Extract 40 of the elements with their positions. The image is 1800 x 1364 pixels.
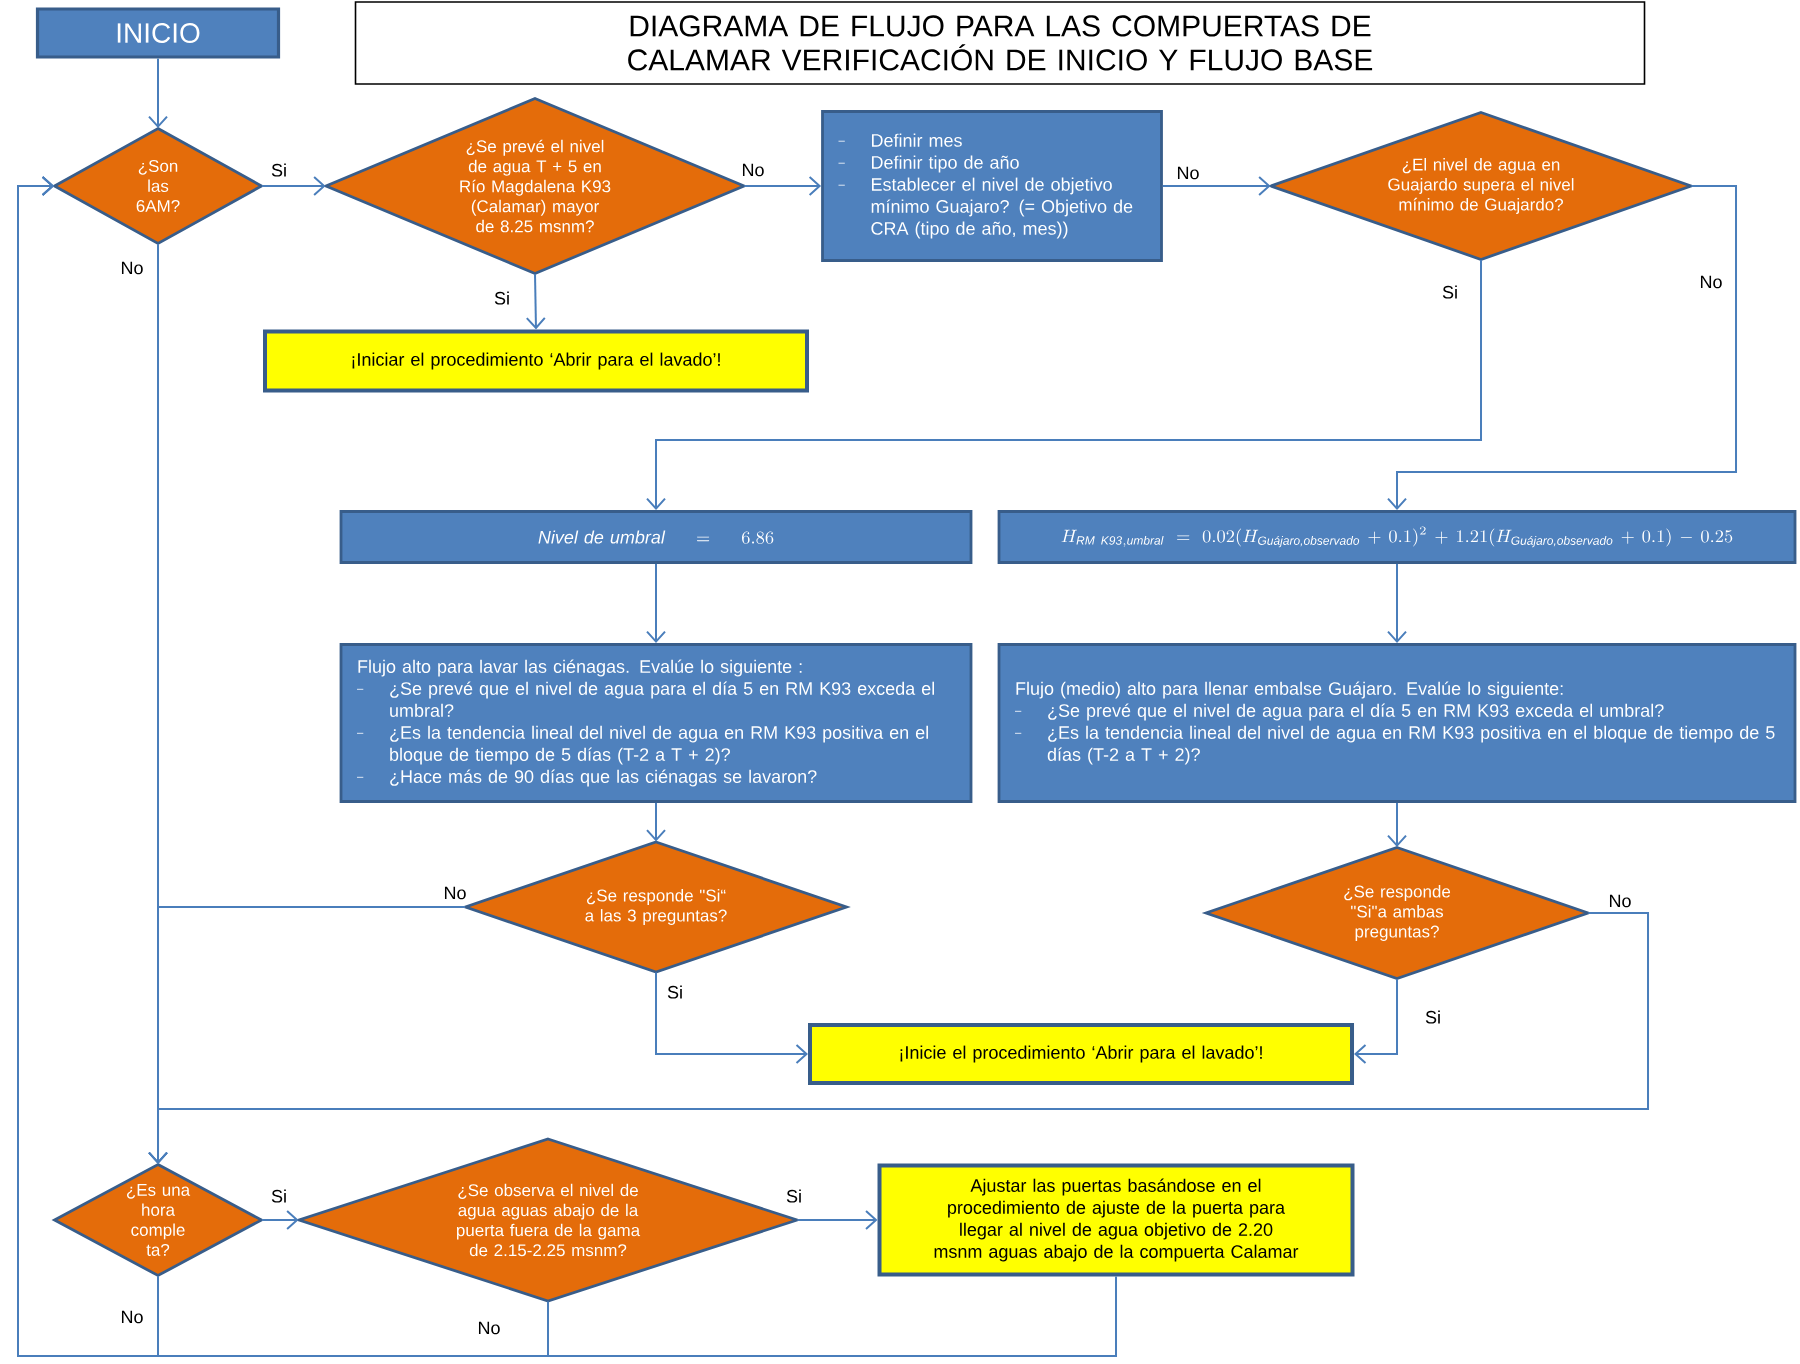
process-box: Flujo (medio) alto para llenar embalse Guájaro. Evalúe lo siguiente: ¿Se prevé que el nivel de agua para el día 5 en RM K93 exceda el umbral? ¿Es la tendencia lineal del nivel de agua en RM K93 positiva en el bloque de tiempo de 5 días (T-2 a T + 2)? bbox=[997, 643, 1797, 803]
edge-label: No bbox=[1606, 892, 1634, 910]
action-box: ¡Iniciar el procedimiento ‘Abrir para el lavado’! bbox=[263, 329, 809, 393]
arrow bbox=[646, 258, 1482, 511]
arrow bbox=[1161, 176, 1271, 196]
edge-label: No bbox=[475, 1319, 503, 1337]
arrow bbox=[796, 1210, 878, 1230]
arrow bbox=[1387, 185, 1737, 511]
edge-label: Si bbox=[492, 289, 512, 307]
action-box: Ajustar las puertas basándose en el procedimiento de ajuste de la puerta para llegar al nivel de agua objetivo de 2.20 msnm aguas abajo de la compuerta Calamar bbox=[877, 1163, 1355, 1277]
edge-label: Si bbox=[269, 161, 289, 179]
edge-label: Si bbox=[1440, 283, 1460, 301]
arrow bbox=[17, 176, 1117, 1357]
arrow bbox=[1387, 801, 1407, 848]
edge-label: No bbox=[118, 1308, 146, 1326]
formula-box: $H_{\mathit{RM\ K93,umbral}} = 0.02(H_{\text{\itshape Guájaro,observado}}+0.1)^2+1.21(H_{\text{\itshape Guájaro,observado}}+0.1)-0.25$ bbox=[997, 510, 1797, 564]
arrow bbox=[646, 801, 666, 842]
arrow bbox=[1387, 562, 1407, 644]
arrow bbox=[148, 912, 1649, 1165]
edge-label: Si bbox=[269, 1187, 289, 1205]
arrow bbox=[260, 176, 326, 196]
arrow bbox=[1354, 977, 1398, 1064]
edge-label: No bbox=[1174, 164, 1202, 182]
action-box: ¡Inicie el procedimiento ‘Abrir para el lavado’! bbox=[808, 1023, 1354, 1085]
edge-label: Si bbox=[665, 983, 685, 1001]
edge-label: No bbox=[118, 259, 146, 277]
process-box: Flujo alto para lavar las ciénagas. Evalúe lo siguiente : ¿Se prevé que el nivel de agua para el día 5 en RM K93 exceda el umbral? ¿Es la tendencia lineal del nivel de agua en RM K93 positiva en el bloque de tiempo de 5 días (T-2 a T + 2)? ¿Hace más de 90 días que las ciénagas se lavaron? bbox=[339, 643, 973, 803]
arrow bbox=[525, 272, 546, 330]
arrow bbox=[260, 1210, 299, 1230]
arrow bbox=[646, 562, 666, 644]
arrow bbox=[655, 971, 808, 1064]
start-box: INICIO bbox=[35, 7, 281, 59]
arrow bbox=[148, 57, 168, 129]
process-box: Definir mes Definir tipo de año Establecer el nivel de objetivo mínimo Guajaro? (= Objetivo de CRA (tipo de año, mes)) bbox=[821, 110, 1163, 262]
arrow bbox=[743, 176, 822, 196]
edge-label: No bbox=[1697, 273, 1725, 291]
edge-label: Si bbox=[784, 1187, 804, 1205]
edge-label: Si bbox=[1423, 1008, 1443, 1026]
title-box: DIAGRAMA DE FLUJO PARA LAS COMPUERTAS DE CALAMAR VERIFICACIÓN DE INICIO Y FLUJO BASE bbox=[354, 1, 1646, 85]
formula-box: $\mathit{Nivel\ de\ umbral} = 6.86$ bbox=[339, 510, 973, 564]
